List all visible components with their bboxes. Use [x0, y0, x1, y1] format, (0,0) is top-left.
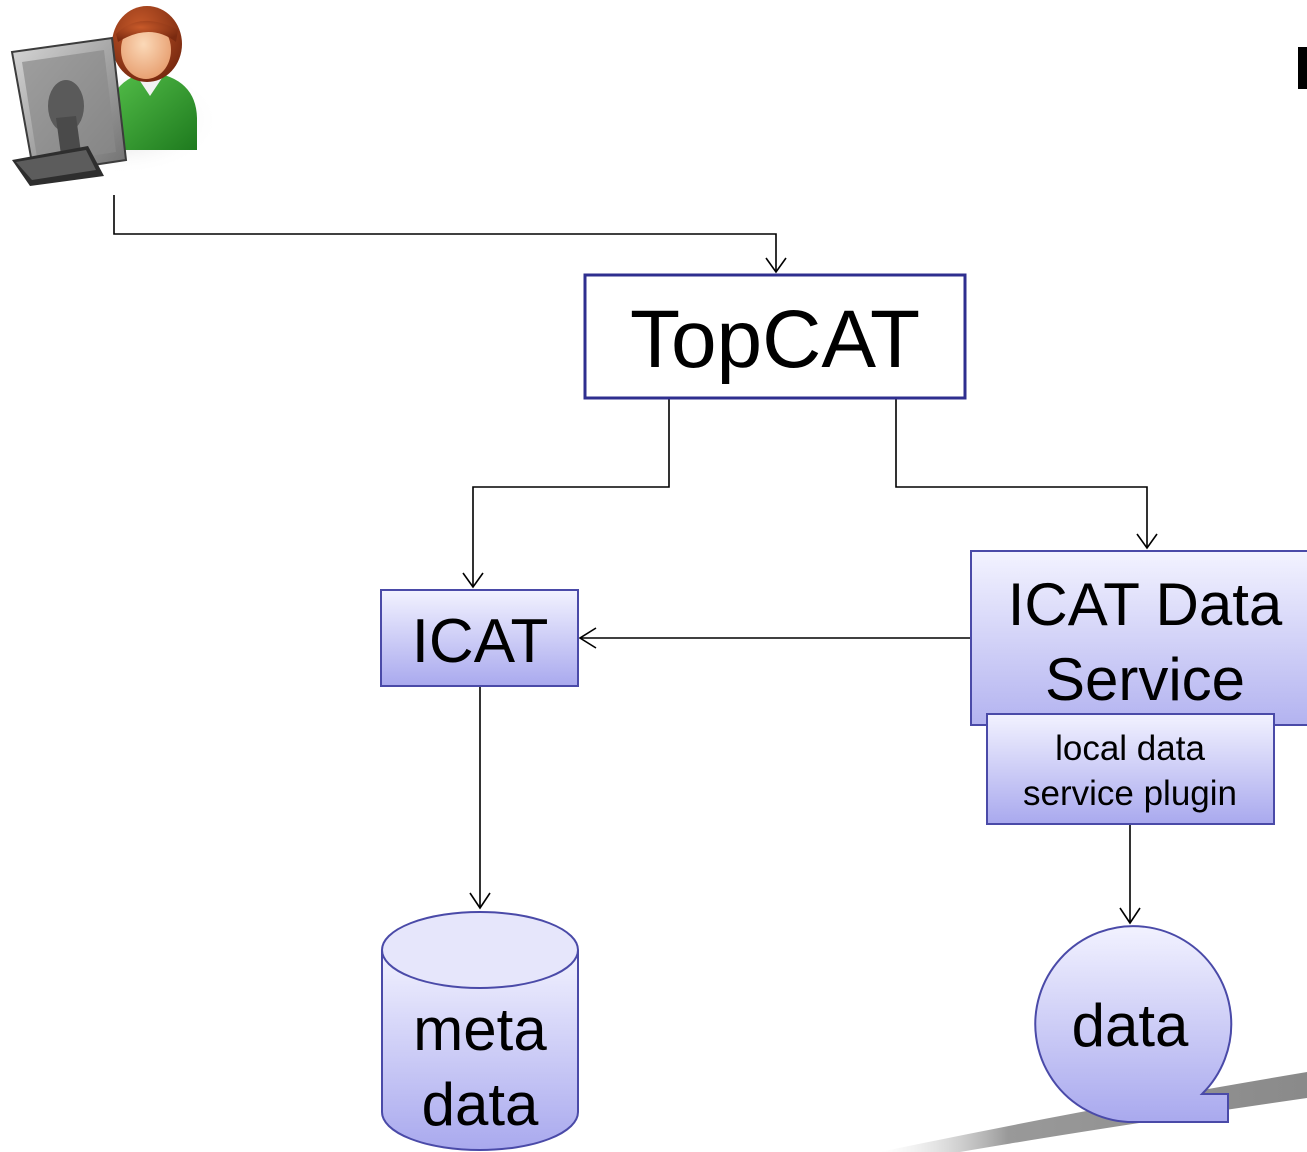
- data-label: data: [1072, 992, 1189, 1059]
- topcat-label: TopCAT: [630, 294, 920, 385]
- icat-node: ICAT: [380, 589, 579, 687]
- icat-data-service-node: ICAT Data Service: [970, 550, 1307, 726]
- metadata-label-line1: meta: [413, 996, 547, 1063]
- connector-user-to-topcat: [113, 195, 787, 274]
- connector-topcat-to-icat: [462, 398, 670, 589]
- cropped-title-fragment: [1298, 47, 1307, 89]
- plugin-label-line1: local data: [1055, 729, 1205, 768]
- ids-label-line1: ICAT Data: [1008, 571, 1283, 638]
- metadata-database-node: meta data: [381, 911, 579, 1151]
- user-at-computer-icon: [10, 6, 220, 186]
- ids-label-line2: Service: [1045, 646, 1245, 713]
- connector-ids-to-icat: [578, 627, 971, 649]
- metadata-label-line2: data: [422, 1071, 539, 1138]
- topcat-node: TopCAT: [583, 273, 967, 400]
- data-storage-node: data: [1034, 925, 1233, 1123]
- icat-label: ICAT: [412, 607, 549, 676]
- connector-icat-to-metadata: [469, 686, 491, 910]
- connector-plugin-to-data: [1119, 824, 1141, 925]
- connector-topcat-to-ids: [895, 398, 1158, 550]
- plugin-node: local data service plugin: [986, 713, 1275, 825]
- plugin-label-line2: service plugin: [1023, 774, 1237, 813]
